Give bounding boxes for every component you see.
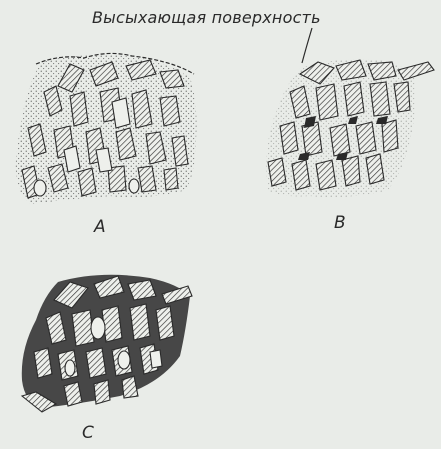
leader-line bbox=[302, 28, 312, 63]
panel-c-label: C bbox=[82, 423, 94, 443]
panel-b-label: B bbox=[334, 213, 346, 233]
panel-a-drawing bbox=[16, 53, 197, 204]
panel-c-drawing bbox=[22, 275, 192, 412]
panel-a-label: A bbox=[94, 217, 106, 237]
drying-surface-caption: Высыхающая поверхность bbox=[92, 8, 321, 27]
panel-b-drawing bbox=[266, 59, 434, 197]
